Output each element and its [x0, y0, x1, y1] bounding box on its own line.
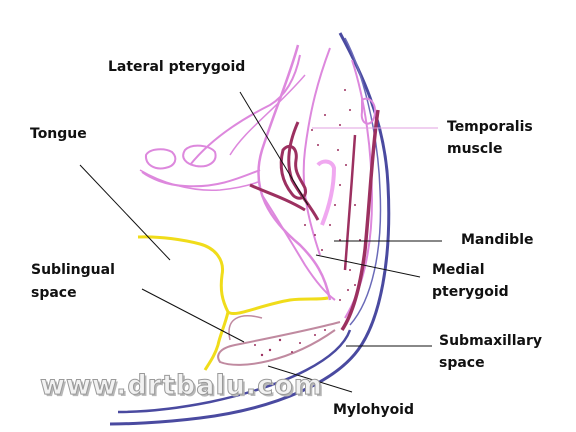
label-temporalis-line1: Temporalis: [447, 119, 533, 135]
sublingual-boundary: [137, 235, 329, 371]
leader-sublingual: [141, 288, 245, 343]
temporalis-outline-inner: [302, 47, 331, 256]
skull-base-curve: [229, 74, 306, 156]
mylohyoid-outline: [217, 321, 341, 366]
temporalis-tendon: [316, 159, 337, 226]
lateral-pterygoid-dark: [249, 121, 320, 221]
bone-fragment-2: [182, 144, 217, 168]
mylohyoid-edge: [228, 315, 263, 341]
lateral-pterygoid-outline: [141, 169, 261, 188]
medial-pterygoid-dark: [343, 134, 357, 271]
bone-fragment-1: [144, 148, 177, 170]
label-temporalis-line2: muscle: [447, 141, 503, 157]
leader-mylohyoid: [267, 365, 353, 393]
submaxillary-inner-border: [117, 329, 352, 414]
label-mylohyoid: Mylohyoid: [333, 402, 415, 418]
label-tongue: Tongue: [30, 126, 87, 142]
skull-base-lower: [139, 169, 259, 191]
pterygoid-plate-loop: [279, 144, 308, 200]
label-sublingual-line2: space: [31, 285, 77, 301]
label-sublingual-line1: Sublingual: [31, 262, 115, 278]
label-submaxillary-line1: Submaxillary: [439, 333, 543, 349]
temporalis-outline-outer: [257, 44, 332, 301]
label-lateral-pterygoid: Lateral pterygoid: [108, 59, 246, 75]
label-medial-line2: pterygoid: [432, 284, 509, 300]
label-mandible: Mandible: [461, 232, 534, 248]
leader-medial-pterygoid: [315, 254, 421, 278]
leader-lateral-pterygoid: [239, 91, 309, 206]
label-submaxillary-line2: space: [439, 355, 485, 371]
label-medial-line1: Medial: [432, 262, 485, 278]
watermark: www.drtbalu.com: [40, 370, 323, 402]
leader-tongue: [79, 164, 171, 261]
medial-pterygoid-outline: [261, 194, 336, 301]
leader-lines: [79, 91, 442, 393]
mandible-ramus-dark: [340, 109, 380, 331]
mandible-inner-blue: [344, 37, 382, 326]
temporalis-knob: [360, 97, 376, 125]
mandible-outer-border: [109, 32, 391, 426]
